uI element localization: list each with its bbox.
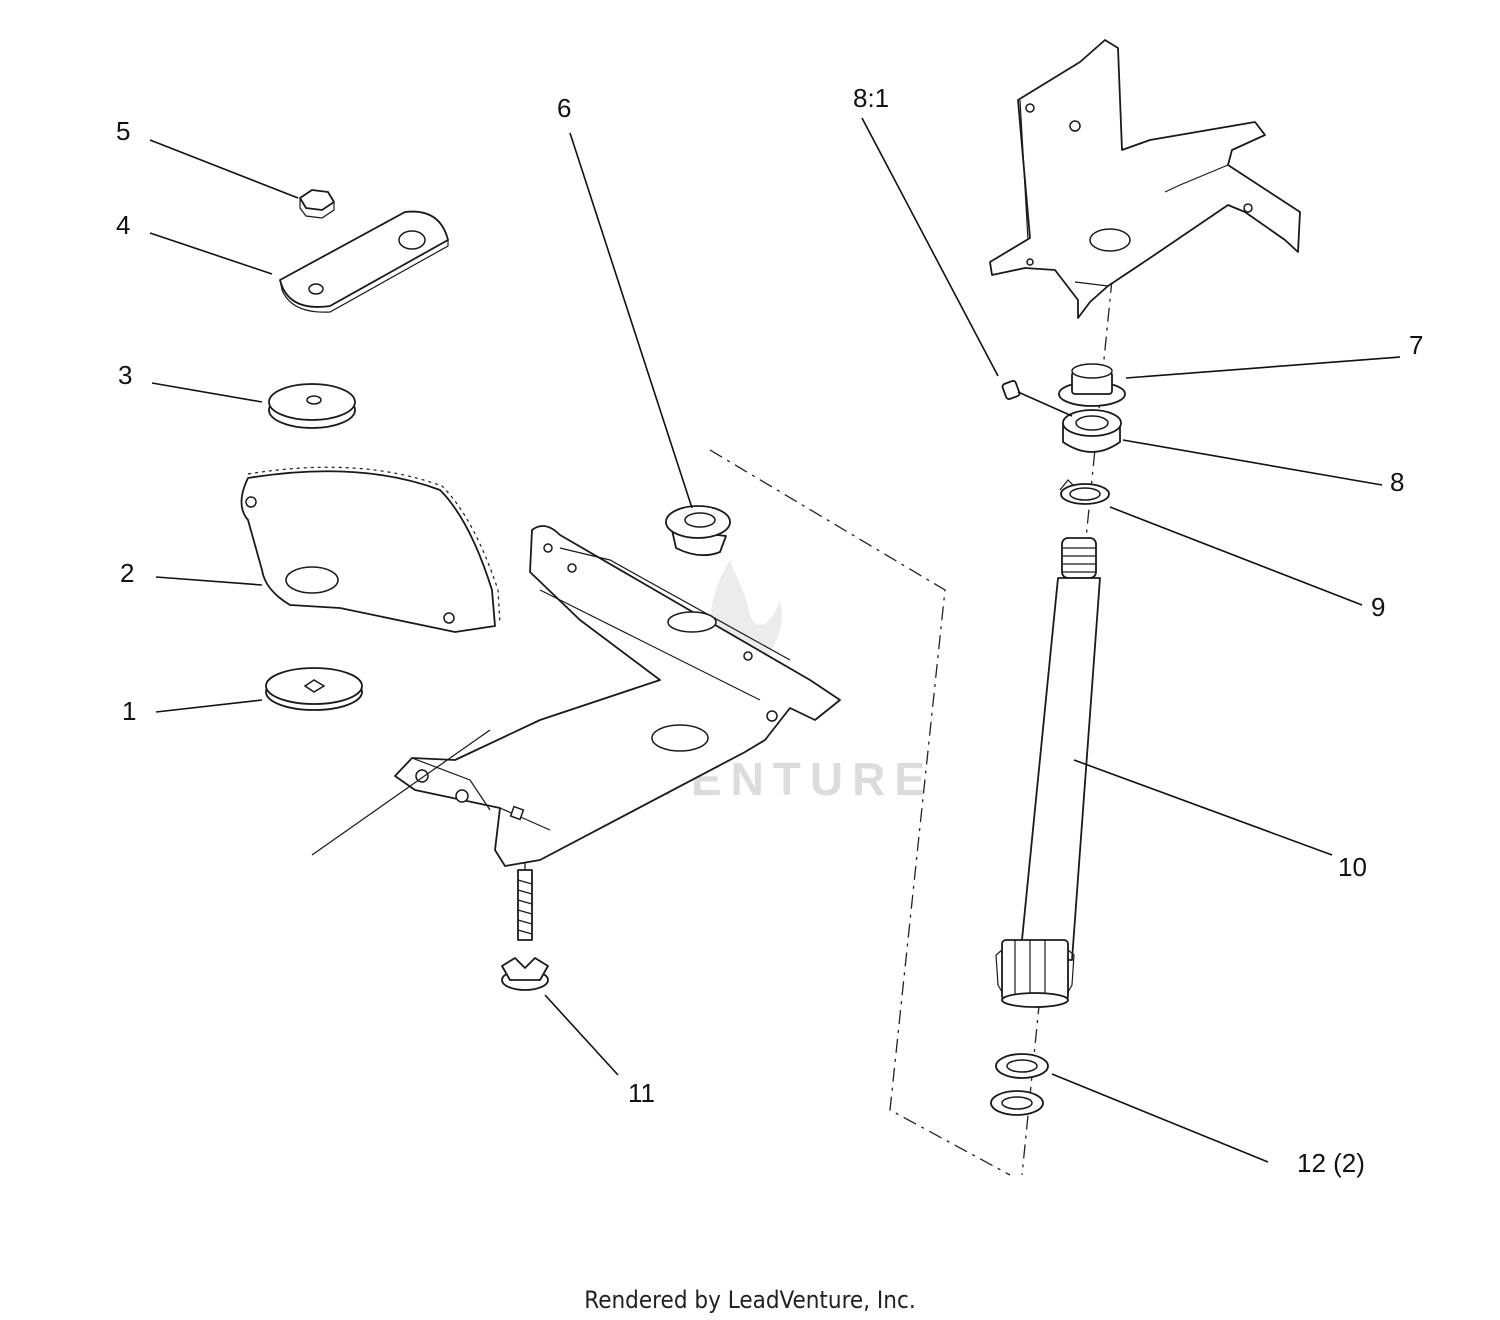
callout-2: 2 bbox=[120, 558, 134, 588]
callout-8-1: 8:1 bbox=[853, 83, 889, 113]
part-9-retaining-ring bbox=[1059, 479, 1110, 505]
part-6-bushing bbox=[665, 505, 731, 557]
leader-line-9 bbox=[1109, 506, 1363, 606]
leader-line-8-1 bbox=[861, 117, 999, 377]
part-10-steering-shaft bbox=[995, 537, 1101, 1008]
part-5-hex-nut bbox=[299, 189, 335, 219]
leader-line-7 bbox=[1125, 356, 1401, 379]
callout-9: 9 bbox=[1371, 592, 1385, 622]
callout-1: 1 bbox=[122, 696, 136, 726]
leader-line-4 bbox=[149, 232, 273, 275]
axis-line-main bbox=[709, 449, 1011, 1176]
footer-rendered-by: Rendered by LeadVenture, Inc. bbox=[584, 1286, 915, 1314]
leader-line-3 bbox=[151, 382, 263, 403]
part-3-washer bbox=[268, 383, 356, 429]
part-8-1-grease-fitting bbox=[1001, 380, 1021, 400]
callout-7: 7 bbox=[1409, 330, 1423, 360]
leader-line-10 bbox=[1073, 759, 1333, 856]
leader-line-12 bbox=[1051, 1073, 1269, 1163]
part-8-bearing-collar bbox=[1062, 409, 1122, 453]
callout-8: 8 bbox=[1390, 467, 1404, 497]
leader-lines bbox=[149, 117, 1401, 1163]
callout-4: 4 bbox=[116, 210, 130, 240]
leader-line-5 bbox=[149, 139, 299, 199]
callout-12: 12 (2) bbox=[1297, 1148, 1365, 1178]
part-1-square-washer bbox=[265, 667, 363, 711]
part-7-flange-bushing bbox=[1058, 363, 1126, 407]
leader-line-2 bbox=[155, 576, 263, 586]
callout-6: 6 bbox=[557, 93, 571, 123]
leader-line-8 bbox=[1122, 439, 1383, 486]
leader-line-8-1-fitting bbox=[1017, 391, 1073, 417]
part-4-plate bbox=[279, 210, 449, 313]
callout-labels: 5 4 3 2 1 6 8:1 7 8 9 10 11 12 (2) bbox=[116, 83, 1423, 1178]
steering-support-bracket bbox=[311, 525, 841, 867]
leader-line-11 bbox=[544, 994, 619, 1076]
callout-10: 10 bbox=[1338, 852, 1367, 882]
callout-5: 5 bbox=[116, 116, 130, 146]
steering-tower-bracket bbox=[989, 39, 1301, 319]
callout-11: 11 bbox=[628, 1078, 655, 1108]
part-12-washers bbox=[990, 1053, 1049, 1116]
callout-3: 3 bbox=[118, 360, 132, 390]
part-11-bolt-and-nut bbox=[501, 869, 549, 991]
leader-line-6 bbox=[569, 132, 693, 509]
leader-line-1 bbox=[155, 699, 263, 713]
part-2-sector-gear bbox=[240, 466, 501, 633]
